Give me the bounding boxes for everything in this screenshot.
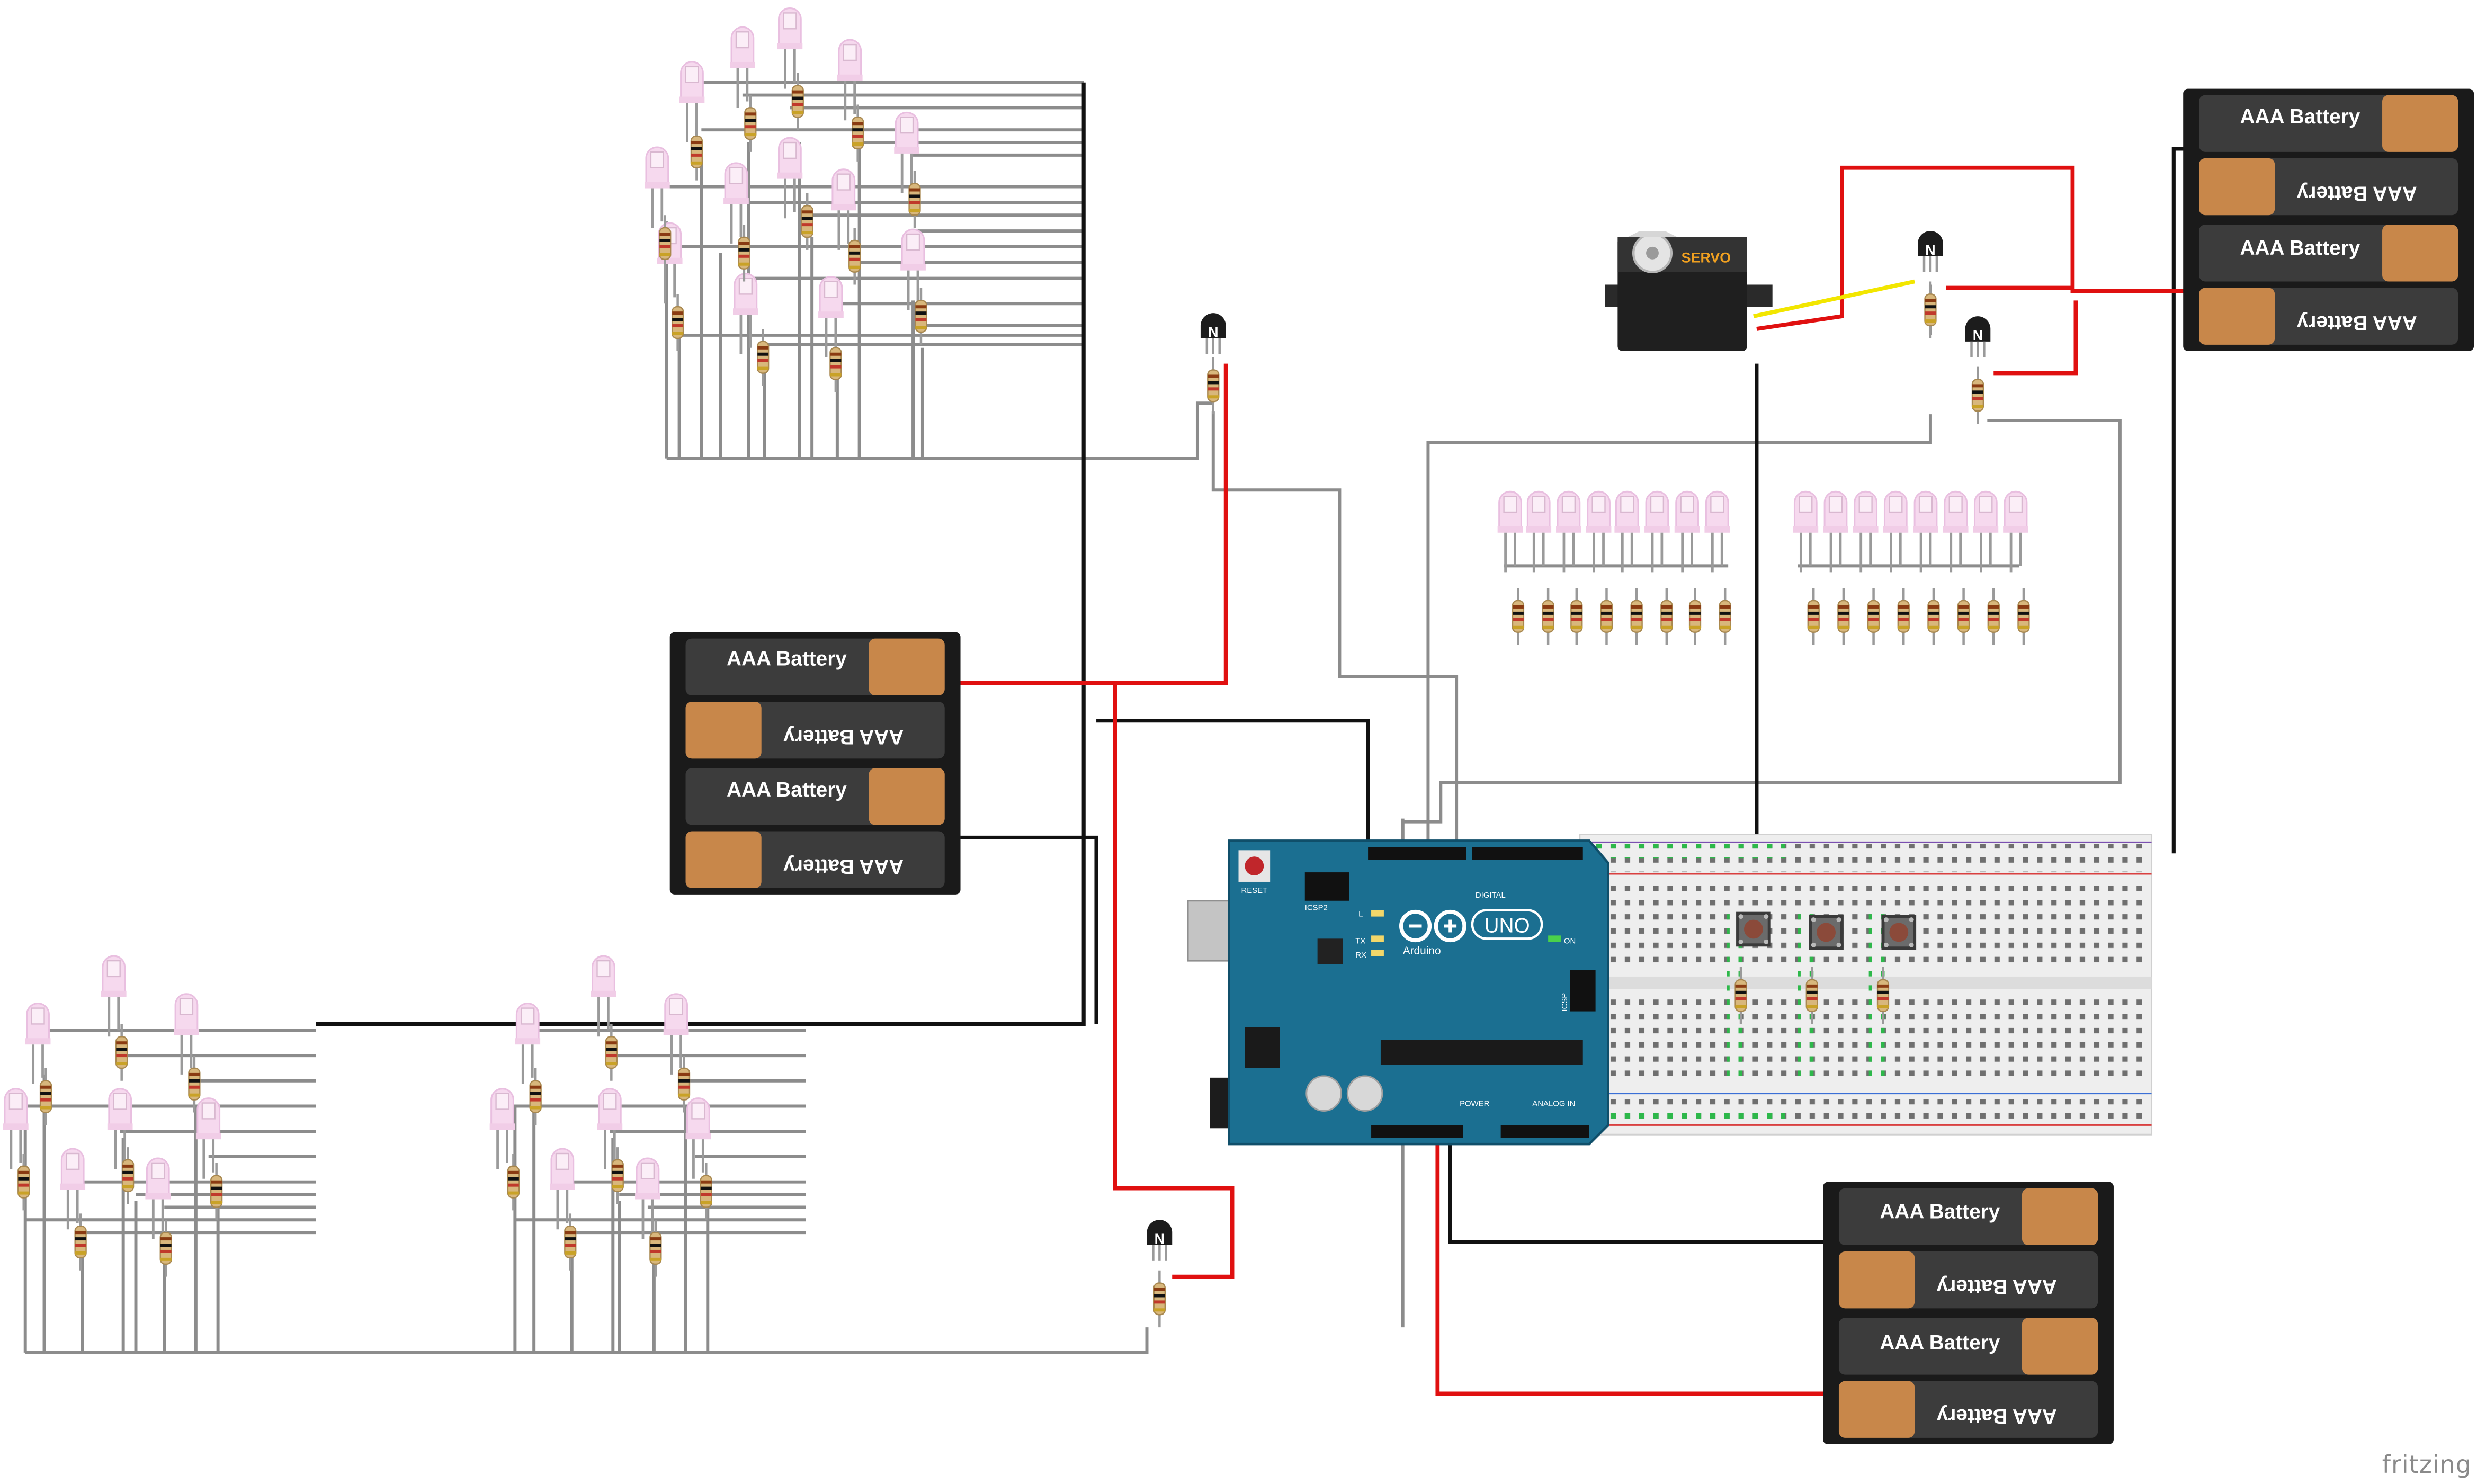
transistor-top: N [1201, 313, 1226, 414]
transistor-bottom-label: N [1155, 1231, 1165, 1247]
tx-label: TX [1355, 937, 1365, 945]
l-label: L [1358, 910, 1363, 919]
transistor-top-label: N [1208, 324, 1218, 340]
arduino-logo: UNO Arduino [1399, 909, 1543, 957]
uno-label: UNO [1484, 914, 1530, 937]
battery-cell-label: AAA Battery [727, 647, 847, 670]
breadboard [1579, 834, 2153, 1136]
battery-cell-label: AAA Battery [1936, 1405, 2056, 1427]
transistor-servo-2: N [1965, 316, 1991, 424]
arduino-brand-label: Arduino [1403, 945, 1441, 957]
battery-cell-label: AAA Battery [783, 855, 904, 878]
battery-cell-label: AAA Battery [783, 726, 904, 748]
rx-label: RX [1355, 951, 1366, 960]
battery-cell-label: AAA Battery [2240, 237, 2360, 260]
battery-pack-top-right: AAA Battery AAA Battery AAA Battery AAA … [2183, 88, 2474, 351]
led-cluster-bottom-left [3, 956, 222, 1277]
battery-cell-label: AAA Battery [1936, 1275, 2056, 1298]
battery-pack-bottom-right: AAA Battery AAA Battery AAA Battery AAA … [1823, 1182, 2114, 1444]
led-cluster-bottom-middle [490, 956, 712, 1277]
reset-label: RESET [1241, 887, 1267, 895]
led-row-right [1793, 491, 2029, 645]
battery-pack-middle-left: AAA Battery AAA Battery AAA Battery AAA … [669, 632, 961, 895]
icsp-label: ICSP [1561, 993, 1569, 1012]
power-label: POWER [1460, 1100, 1490, 1108]
transistor-bottom: N [1147, 1220, 1172, 1327]
battery-cell-label: AAA Battery [727, 779, 847, 801]
battery-cell-label: AAA Battery [2240, 105, 2360, 128]
battery-cell-label: AAA Battery [2296, 182, 2417, 205]
servo-label: SERVO [1682, 250, 1731, 266]
icsp2-label: ICSP2 [1305, 904, 1328, 913]
transistor-servo-2-label: N [1973, 327, 1983, 343]
transistor-servo-1-label: N [1925, 242, 1935, 258]
battery-cell-label: AAA Battery [1880, 1331, 2000, 1354]
digital-label: DIGITAL [1476, 891, 1506, 900]
fritzing-watermark: fritzing [2382, 1450, 2472, 1479]
led-row-left [1498, 491, 1731, 645]
battery-cell-label: AAA Battery [1880, 1200, 2000, 1223]
on-label: ON [1564, 937, 1576, 945]
arduino-uno: RESET ICSP2 DIGITAL L TX RX ON UNO Ardui… [1187, 839, 1609, 1146]
analog-in-label: ANALOG IN [1532, 1100, 1575, 1108]
transistor-servo-1: N [1918, 231, 1943, 338]
battery-cell-label: AAA Battery [2296, 311, 2417, 334]
servo-motor: SERVO [1605, 231, 1773, 351]
